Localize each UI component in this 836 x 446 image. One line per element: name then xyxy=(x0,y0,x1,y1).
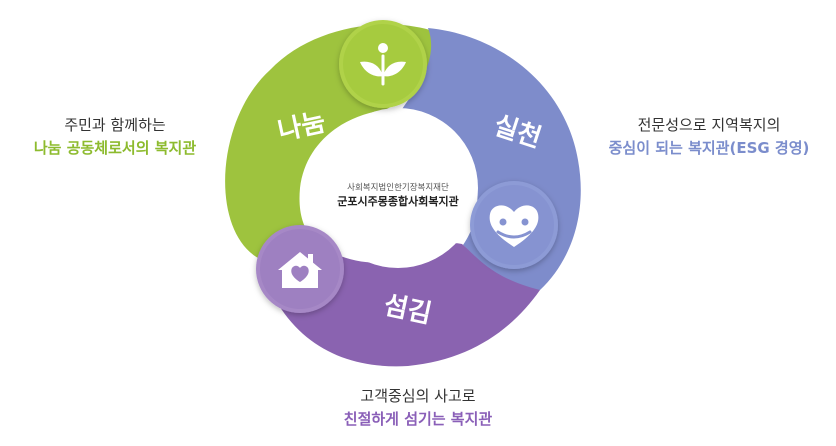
caption-left-line2: 나눔 공동체로서의 복지관 xyxy=(33,139,197,157)
caption-bottom: 고객중심의 사고로 친절하게 섬기는 복지관 xyxy=(268,385,568,431)
house-heart-icon xyxy=(256,225,344,313)
caption-left-line1: 주민과 함께하는 xyxy=(64,116,166,134)
caption-right-line1: 전문성으로 지역복지의 xyxy=(637,116,781,134)
caption-bottom-line2: 친절하게 섬기는 복지관 xyxy=(343,410,493,428)
plant-sprout-icon xyxy=(339,20,427,108)
caption-right-line2: 중심이 되는 복지관(ESG 경영) xyxy=(608,139,810,157)
heart-hands-icon xyxy=(470,181,558,269)
center-disc xyxy=(318,108,478,268)
caption-right: 전문성으로 지역복지의 중심이 되는 복지관(ESG 경영) xyxy=(582,114,836,160)
center-title: 군포시주몽종합사회복지관 xyxy=(337,194,458,208)
center-subtitle: 사회복지법인한기장복지재단 xyxy=(347,182,449,193)
caption-bottom-line1: 고객중심의 사고로 xyxy=(360,387,476,405)
caption-left: 주민과 함께하는 나눔 공동체로서의 복지관 xyxy=(0,114,230,160)
